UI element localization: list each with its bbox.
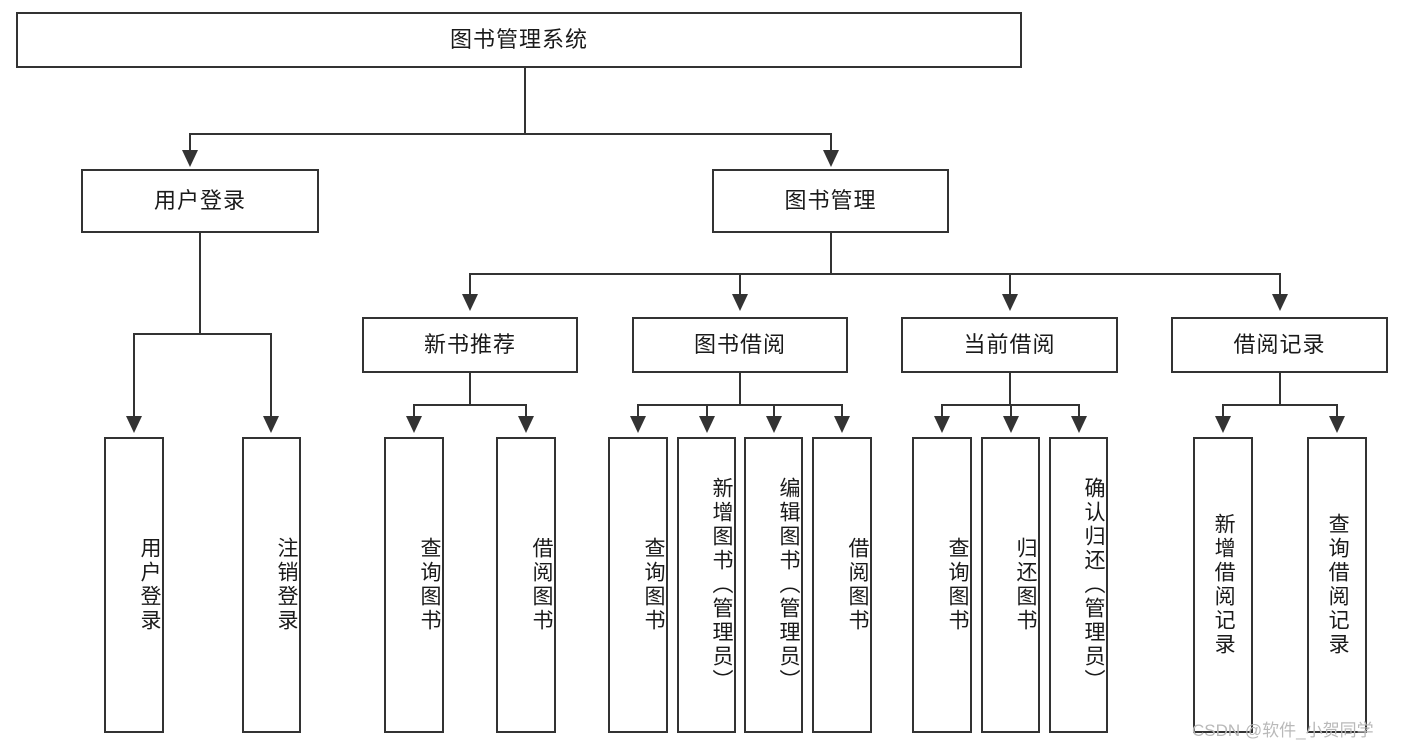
connector-bb-leaf-2 [706,404,708,418]
arrowhead-bb-edit-book [766,416,782,433]
arrowhead-borrow-records [1272,294,1288,311]
leaf-user-login[interactable]: 用户登录 [104,437,164,733]
node-label: 归还图书 [1014,537,1037,633]
node-label: 新增图书（管理员） [710,477,733,693]
connector-cb-leaf-2 [1010,404,1012,418]
node-label: 新书推荐 [423,332,516,358]
node-label: 图书借阅 [693,332,786,358]
node-label: 查询图书 [418,537,441,633]
arrowhead-bb-borrow-book [834,416,850,433]
connector-cb-leaf-3 [1078,404,1080,418]
leaf-br-query-borrow-record[interactable]: 查询借阅记录 [1307,437,1367,733]
node-label: 用户登录 [153,188,246,214]
node-label: 查询借阅记录 [1326,513,1350,657]
watermark-csdn: CSDN @软件_小贺同学 [1192,716,1374,741]
watermark-text: CSDN @软件_小贺同学 [1192,721,1374,740]
connector-root-to-user-login [189,133,191,153]
leaf-bb-add-book-admin[interactable]: 新增图书（管理员） [677,437,736,733]
connector-user-login-leaf-1 [133,333,135,418]
arrowhead-leaf-logout [263,416,279,433]
arrowhead-cb-confirm-return [1071,416,1087,433]
node-label: 借阅图书 [846,537,869,633]
arrowhead-bb-add-book [699,416,715,433]
connector-root-to-book-management [830,133,832,153]
node-label: 用户登录 [138,537,161,633]
connector-nbr-bus [413,404,527,406]
node-book-borrow[interactable]: 图书借阅 [632,317,848,373]
connector-nbr-leaf-1 [413,404,415,418]
node-label: 查询图书 [946,537,969,633]
node-book-management[interactable]: 图书管理 [712,169,949,233]
arrowhead-user-login [182,150,198,167]
connector-cb-leaf-1 [941,404,943,418]
connector-bb-leaf-3 [773,404,775,418]
connector-user-login-leaf-2 [270,333,272,418]
node-label: 图书管理 [784,188,877,214]
arrowhead-nbr-query-book [406,416,422,433]
connector-bb-bus [637,404,843,406]
leaf-cb-query-book[interactable]: 查询图书 [912,437,972,733]
arrowhead-br-query-record [1329,416,1345,433]
arrowhead-new-book-recommend [462,294,478,311]
connector-root-bus [189,133,832,135]
connector-bm-to-borrow-records [1279,273,1281,297]
arrowhead-cb-query-book [934,416,950,433]
node-label: 确认归还（管理员） [1082,477,1105,693]
arrowhead-bb-query-book [630,416,646,433]
connector-nbr-leaf-2 [525,404,527,418]
connector-bm-to-new-book [469,273,471,297]
leaf-bb-edit-book-admin[interactable]: 编辑图书（管理员） [744,437,803,733]
connector-bb-leaf-4 [841,404,843,418]
leaf-bb-borrow-book[interactable]: 借阅图书 [812,437,872,733]
node-label: 注销登录 [275,537,298,633]
node-current-borrow[interactable]: 当前借阅 [901,317,1118,373]
arrowhead-leaf-user-login [126,416,142,433]
node-borrow-records[interactable]: 借阅记录 [1171,317,1388,373]
node-label: 新增借阅记录 [1212,513,1236,657]
node-label: 编辑图书（管理员） [777,477,800,693]
node-root-book-management-system[interactable]: 图书管理系统 [16,12,1022,68]
connector-br-leaf-1 [1222,404,1224,418]
connector-cb-stem [1009,373,1011,405]
connector-br-stem [1279,373,1281,405]
node-label: 图书管理系统 [449,27,588,53]
leaf-bb-query-book[interactable]: 查询图书 [608,437,668,733]
node-label: 借阅图书 [530,537,553,633]
leaf-logout[interactable]: 注销登录 [242,437,301,733]
arrowhead-nbr-borrow-book [518,416,534,433]
connector-br-bus [1222,404,1338,406]
connector-root-stem [524,68,526,134]
arrowhead-cb-return-book [1003,416,1019,433]
connector-nbr-stem [469,373,471,405]
connector-bm-to-book-borrow [739,273,741,297]
leaf-cb-return-book[interactable]: 归还图书 [981,437,1040,733]
connector-bm-to-current-borrow [1009,273,1011,297]
connector-br-leaf-2 [1336,404,1338,418]
leaf-nbr-borrow-book[interactable]: 借阅图书 [496,437,556,733]
arrowhead-br-add-record [1215,416,1231,433]
connector-user-login-bus [133,333,272,335]
connector-bb-leaf-1 [637,404,639,418]
node-user-login[interactable]: 用户登录 [81,169,319,233]
leaf-br-add-borrow-record[interactable]: 新增借阅记录 [1193,437,1253,733]
arrowhead-current-borrow [1002,294,1018,311]
arrowhead-book-management [823,150,839,167]
leaf-cb-confirm-return-admin[interactable]: 确认归还（管理员） [1049,437,1108,733]
connector-bb-stem [739,373,741,405]
arrowhead-book-borrow [732,294,748,311]
connector-user-login-stem [199,233,201,334]
connector-book-management-bus [469,273,1281,275]
node-label: 查询图书 [642,537,665,633]
node-label: 借阅记录 [1233,332,1326,358]
node-new-book-recommend[interactable]: 新书推荐 [362,317,578,373]
node-label: 当前借阅 [963,332,1056,358]
leaf-nbr-query-book[interactable]: 查询图书 [384,437,444,733]
connector-book-management-stem [830,233,832,274]
